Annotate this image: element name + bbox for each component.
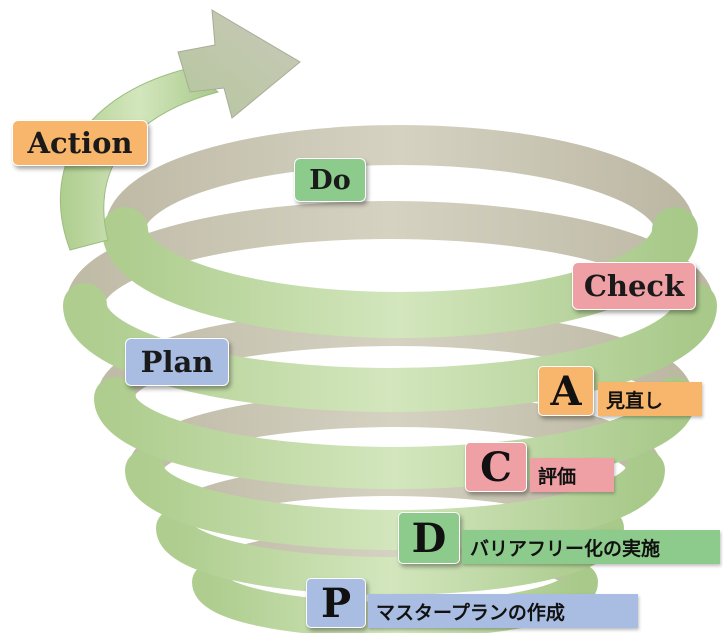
step-p-badge: P [306,578,366,628]
spiral-arrow-head [177,9,301,119]
step-d-text: バリアフリー化の実施 [462,530,720,564]
step-c-text: 評価 [530,458,614,492]
plan-label: Plan [125,338,229,386]
check-label: Check [572,262,696,310]
step-p-text: マスタープランの作成 [368,594,638,628]
do-label: Do [294,158,366,202]
step-d-badge: D [398,512,460,564]
step-c-badge: C [465,442,527,492]
action-label: Action [12,120,148,166]
step-a-text: 見直し [598,382,702,416]
step-a-badge: A [538,366,594,416]
